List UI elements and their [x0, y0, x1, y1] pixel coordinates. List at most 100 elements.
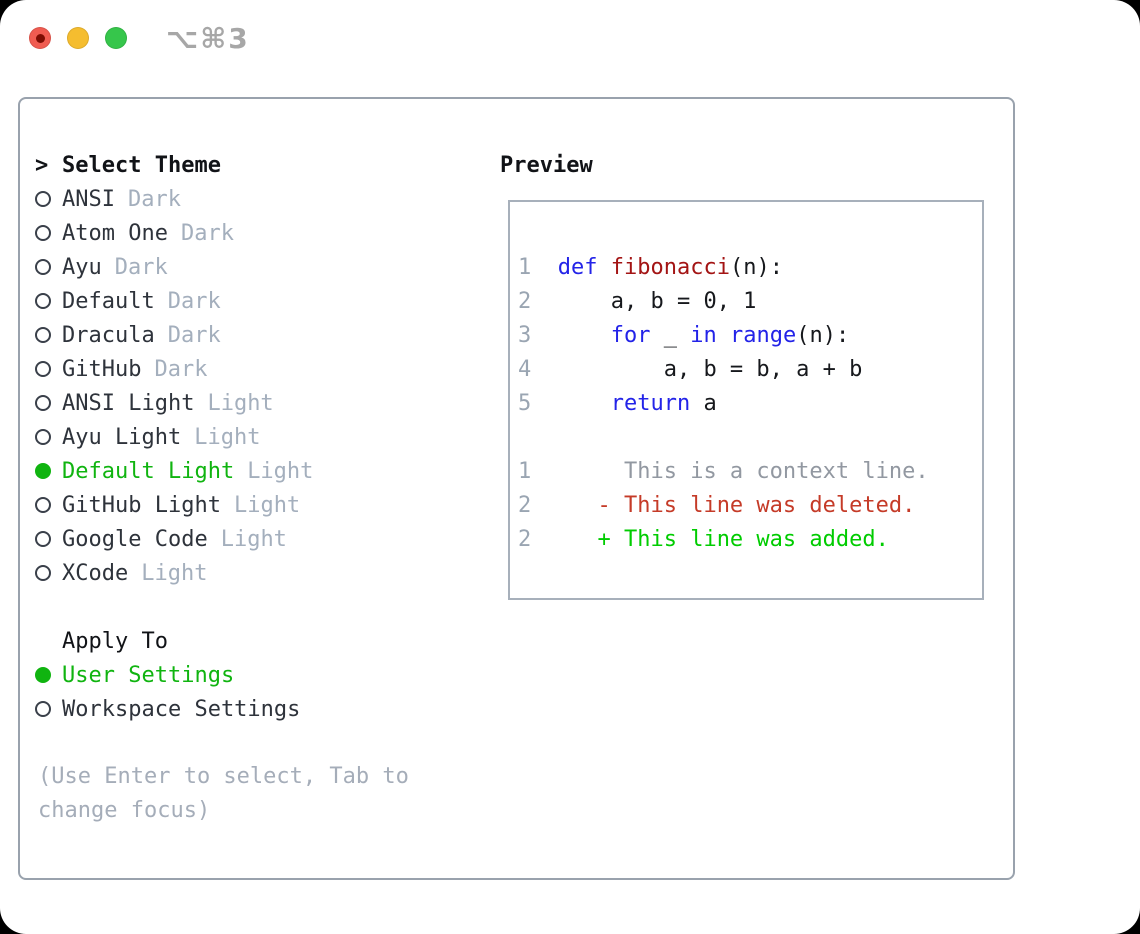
code-line: 2 a, b = 0, 1: [518, 285, 982, 319]
apply-option[interactable]: User Settings: [35, 658, 300, 692]
apply-to-title: Apply To: [62, 628, 168, 654]
code-token: def: [557, 255, 598, 280]
apply-option-label: User Settings: [62, 662, 235, 688]
modified-indicator-icon: [35, 33, 45, 43]
select-theme-header: > Select Theme: [35, 148, 313, 182]
diff-line: 2 - This line was deleted.: [518, 489, 982, 523]
theme-option[interactable]: Google Code Light: [35, 522, 313, 556]
theme-name: Dracula: [62, 322, 155, 348]
radio-selected-icon: [35, 667, 51, 683]
code-token: [598, 255, 611, 280]
diff-line: 1 This is a context line.: [518, 455, 982, 489]
traffic-light-minimize-button[interactable]: [67, 27, 89, 49]
code-token: [558, 323, 611, 348]
radio-marker: [35, 429, 62, 445]
theme-name: Atom One: [62, 220, 168, 246]
theme-option[interactable]: Ayu Dark: [35, 250, 313, 284]
theme-variant: Dark: [167, 288, 221, 314]
line-number: 3: [518, 323, 558, 348]
theme-variant: Dark: [127, 186, 181, 212]
code-line: 1 def fibonacci(n):: [518, 251, 982, 285]
radio-marker: [35, 327, 62, 343]
code-line: 5 return a: [518, 387, 982, 421]
radio-unselected-icon: [35, 497, 51, 513]
theme-name: Ayu: [62, 254, 102, 280]
code-token: a, b = b, a + b: [557, 357, 863, 382]
theme-variant: Dark: [154, 356, 208, 382]
window-shortcut-label: ⌥⌘3: [166, 22, 250, 55]
radio-unselected-icon: [35, 191, 51, 207]
theme-option[interactable]: Dracula Dark: [35, 318, 313, 352]
radio-marker: [35, 497, 62, 513]
traffic-light-close-button[interactable]: [29, 27, 51, 49]
theme-option[interactable]: Default Light Light: [35, 454, 313, 488]
code-token: _: [650, 323, 691, 348]
radio-marker: [35, 701, 62, 717]
radio-unselected-icon: [35, 361, 51, 377]
radio-selected-icon: [35, 463, 51, 479]
preview-title: Preview: [500, 152, 593, 178]
line-number: 1: [518, 459, 598, 484]
theme-option[interactable]: ANSI Light Light: [35, 386, 313, 420]
diff-line: 2 + This line was added.: [518, 523, 982, 557]
radio-unselected-icon: [35, 225, 51, 241]
radio-marker: [35, 191, 62, 207]
radio-marker: [35, 293, 62, 309]
code-token: [558, 391, 611, 416]
theme-name: Google Code: [62, 526, 208, 552]
apply-option-label: Workspace Settings: [62, 696, 301, 722]
theme-name: GitHub Light: [62, 492, 221, 518]
theme-variant: Light: [207, 390, 274, 416]
diff-text: + This line was added.: [597, 527, 889, 552]
apply-option[interactable]: Workspace Settings: [35, 692, 300, 726]
theme-variant: Light: [141, 560, 208, 586]
theme-variant: Light: [194, 424, 261, 450]
radio-marker: [35, 463, 62, 479]
code-line: 3 for _ in range(n):: [518, 319, 982, 353]
titlebar: ⌥⌘3: [0, 0, 1140, 76]
diff-text: This is a context line.: [597, 459, 929, 484]
radio-marker: [35, 395, 62, 411]
code-token: fibonacci: [610, 255, 730, 280]
theme-name: Default Light: [62, 458, 235, 484]
radio-marker: [35, 667, 62, 683]
theme-variant: Light: [247, 458, 314, 484]
radio-unselected-icon: [35, 395, 51, 411]
theme-variant: Dark: [114, 254, 168, 280]
cursor-icon: >: [35, 152, 49, 178]
hint-text: (Use Enter to select, Tab to change focu…: [38, 764, 409, 823]
code-token: return: [610, 391, 691, 416]
apply-to-header: Apply To: [35, 624, 300, 658]
theme-name: ANSI Light: [62, 390, 195, 416]
code-token: range: [729, 323, 797, 348]
radio-unselected-icon: [35, 429, 51, 445]
line-number: 1: [518, 255, 558, 280]
radio-marker: [35, 259, 62, 275]
traffic-light-zoom-button[interactable]: [105, 27, 127, 49]
radio-unselected-icon: [35, 293, 51, 309]
theme-name: ANSI: [62, 186, 115, 212]
theme-variant: Dark: [167, 322, 221, 348]
radio-unselected-icon: [35, 565, 51, 581]
theme-variant: Light: [220, 526, 287, 552]
line-number: 2: [518, 493, 598, 518]
code-token: a: [690, 391, 717, 416]
theme-option[interactable]: ANSI Dark: [35, 182, 313, 216]
radio-marker: [35, 565, 62, 581]
radio-marker: [35, 225, 62, 241]
line-number: 2: [518, 527, 598, 552]
code-token: [717, 323, 730, 348]
blank-line: [518, 421, 982, 455]
radio-marker: [35, 531, 62, 547]
